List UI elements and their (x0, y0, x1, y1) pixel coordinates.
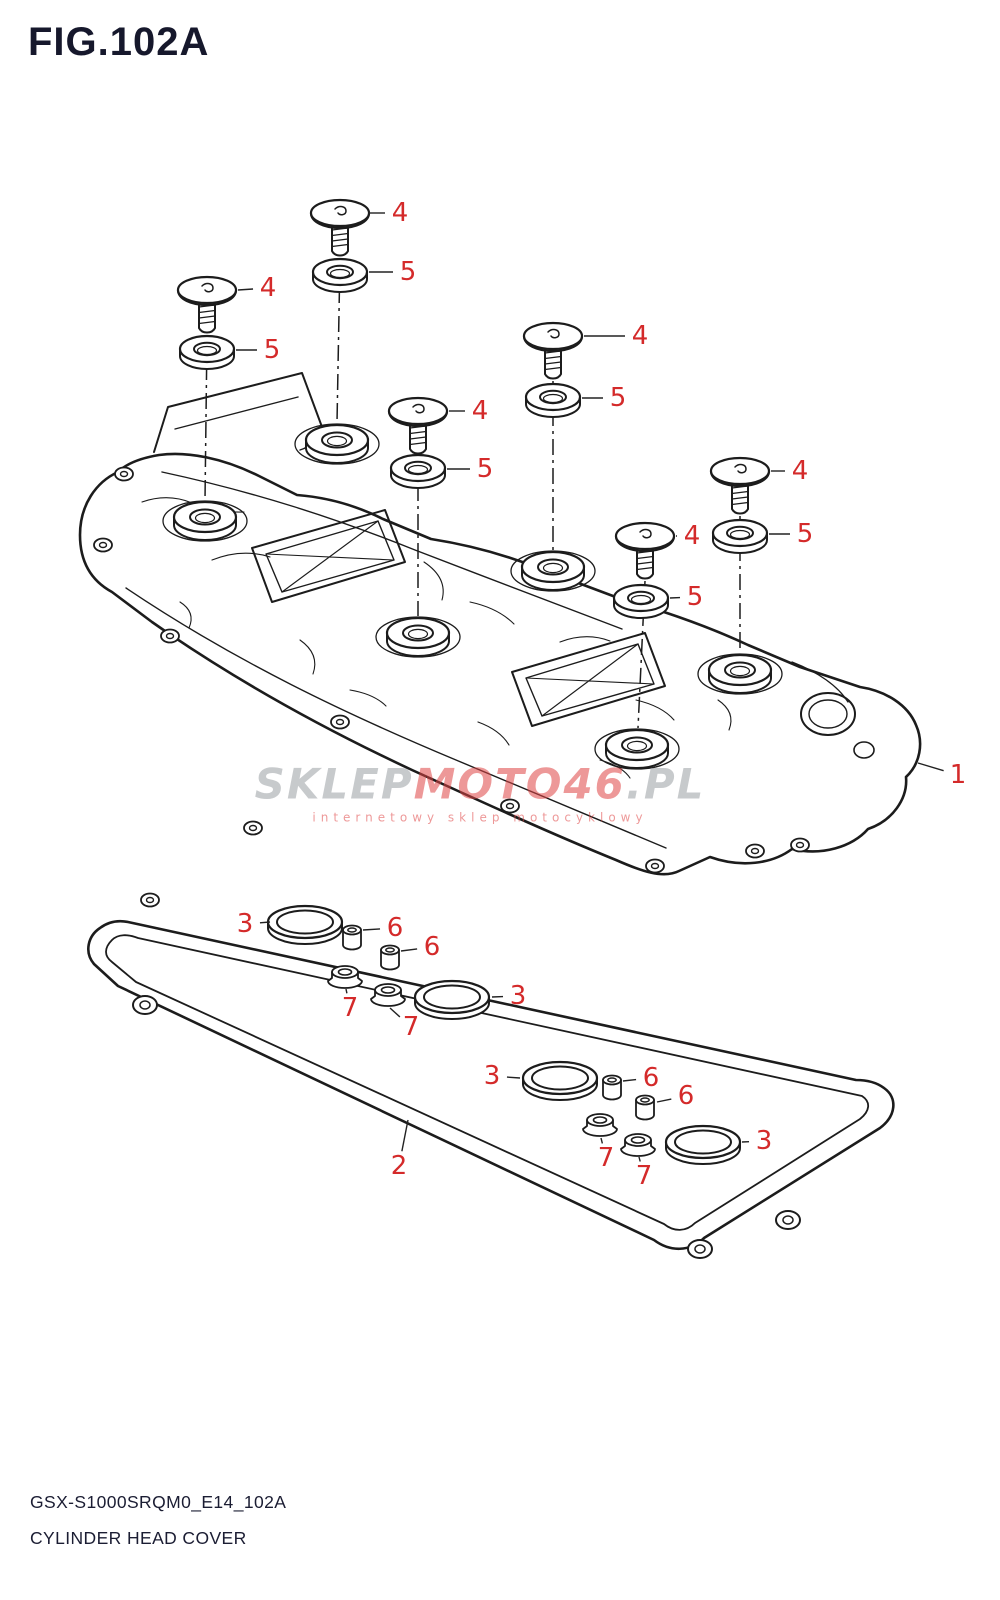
flange-hole (330, 714, 350, 730)
washer-seal (612, 583, 670, 620)
plug-hole-seal (521, 1060, 599, 1102)
gasket-tab (140, 892, 160, 908)
washer-seal (711, 518, 769, 555)
figure-footer: GSX-S1000SRQM0_E14_102A CYLINDER HEAD CO… (30, 1484, 286, 1556)
flange-hole (745, 843, 765, 859)
cover-bolt (387, 396, 449, 455)
plug-well (511, 632, 666, 727)
screw-boss (509, 549, 597, 593)
plug-well (251, 509, 406, 603)
screw-boss (374, 615, 462, 659)
flange-hole (114, 466, 134, 482)
leader-line (362, 928, 381, 931)
cover-outline (78, 452, 922, 876)
leader-line (638, 1156, 641, 1162)
leader-line (259, 921, 271, 924)
plug-hole-seal (664, 1124, 742, 1166)
callout-leader-lines (236, 212, 944, 1162)
grommet-nut (327, 965, 363, 989)
plug-hole-seal (413, 979, 491, 1021)
gasket-tab (687, 1239, 713, 1259)
screw-boss (293, 422, 381, 466)
cover-bolt (522, 321, 584, 380)
gasket-outer (87, 919, 895, 1251)
plug-hole-seal (266, 904, 344, 946)
cover-bolt (709, 456, 771, 515)
spacer (602, 1074, 622, 1101)
washer-seal (389, 453, 447, 490)
leader-line (622, 1078, 637, 1082)
cylinder-head-cover (78, 372, 922, 876)
washer-seal (524, 382, 582, 419)
grommet-nut (620, 1133, 656, 1157)
flange-hole (500, 798, 520, 814)
model-code: GSX-S1000SRQM0_E14_102A (30, 1492, 287, 1512)
leader-line (237, 288, 254, 291)
spacer (380, 944, 400, 971)
spacer (635, 1094, 655, 1121)
flange-hole (93, 537, 113, 553)
cover-right-end (791, 661, 875, 759)
cover-bolt (176, 275, 238, 334)
screw-boss (696, 652, 784, 696)
cover-bolt (614, 521, 676, 580)
washer-seal (311, 257, 369, 294)
flange-hole (790, 837, 810, 853)
washer-seal (178, 334, 236, 371)
screw-boss (161, 499, 249, 543)
flange-hole (160, 628, 180, 644)
leader-line (401, 1119, 409, 1152)
gasket-tab (132, 995, 158, 1015)
figure-title: FIG.102A (28, 20, 210, 64)
leader-line (600, 1137, 604, 1144)
grommet-nut (582, 1113, 618, 1137)
flange-hole (645, 858, 665, 874)
leader-line (506, 1076, 521, 1079)
leader-line (345, 988, 348, 994)
leader-line (389, 1007, 401, 1018)
leader-line (917, 762, 944, 772)
screw-boss (593, 727, 681, 771)
gasket-tab (243, 820, 263, 836)
figure-name: CYLINDER HEAD COVER (30, 1528, 247, 1548)
leader-line (400, 948, 418, 952)
spacer (342, 924, 362, 951)
gasket-inner (105, 934, 870, 1231)
gasket-tab (775, 1210, 801, 1230)
head-cover-gasket (87, 820, 895, 1259)
leader-line (656, 1098, 672, 1103)
grommet-nut (370, 983, 406, 1007)
cover-bolt (309, 198, 371, 257)
